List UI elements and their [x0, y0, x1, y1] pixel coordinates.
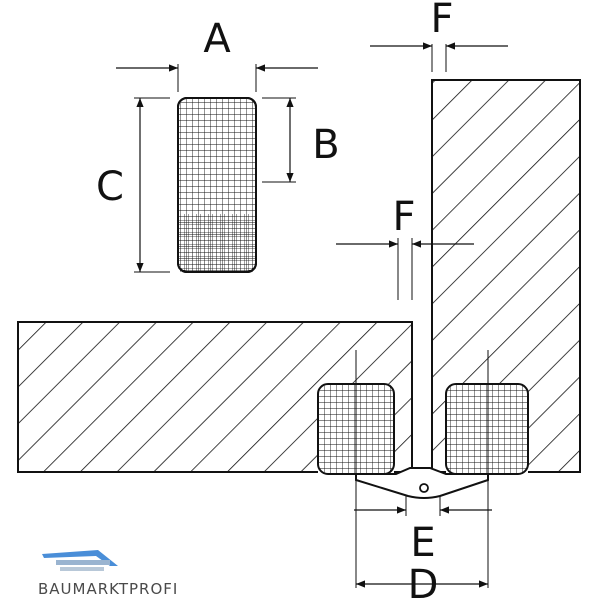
label-f-mid: F	[392, 194, 415, 240]
dimension-f-mid: F	[336, 194, 474, 248]
dimension-c: C	[96, 98, 144, 272]
logo-bar-icon	[56, 560, 110, 565]
dimension-a: A	[116, 16, 318, 72]
label-f-top: F	[430, 0, 453, 42]
dimension-b: B	[286, 98, 340, 182]
label-a: A	[203, 16, 231, 62]
logo-roof-icon	[42, 550, 118, 566]
label-c: C	[96, 164, 124, 210]
dimension-e: E	[354, 506, 492, 566]
label-b: B	[312, 122, 339, 168]
hinge-link-plate	[355, 467, 489, 499]
hinge-body-right	[445, 383, 529, 475]
dimension-f-top: F	[370, 0, 508, 50]
baumarktprofi-logo: BAUMARKTPROFI	[38, 550, 178, 598]
logo-text: BAUMARKTPROFI	[38, 580, 178, 598]
dimension-d: D	[356, 562, 488, 600]
hinge-body-detail	[177, 97, 257, 273]
label-e: E	[410, 520, 435, 566]
label-d: D	[408, 562, 439, 600]
